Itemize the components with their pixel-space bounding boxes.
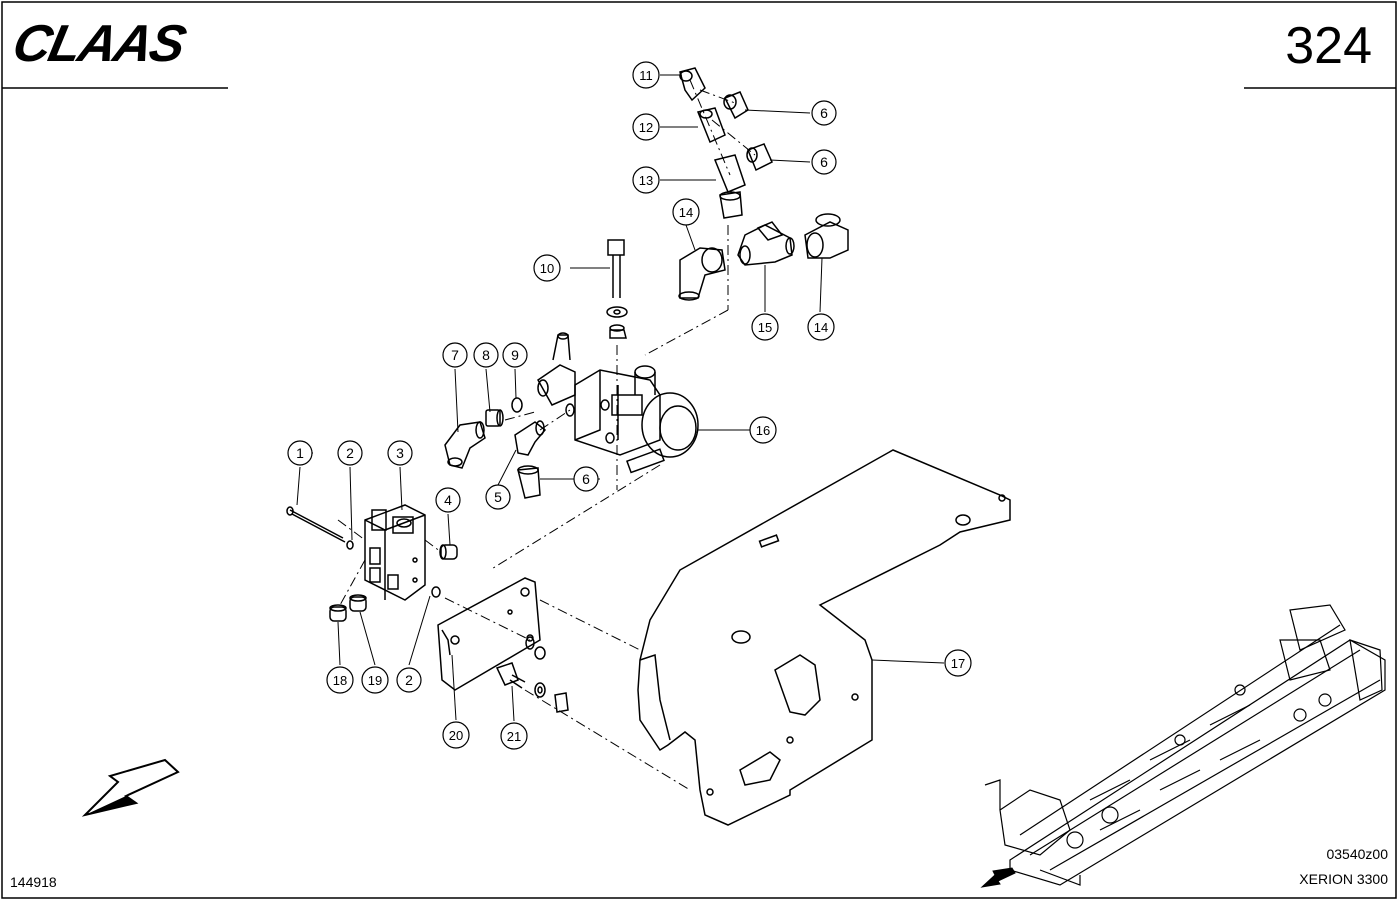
callout-14-left: 14 (672, 198, 700, 226)
callout-13: 13 (632, 166, 660, 194)
callout-number: 14 (679, 205, 693, 220)
figure-code: 03540z00 (1326, 846, 1388, 862)
callout-number: 20 (449, 728, 463, 743)
callout-number: 9 (511, 347, 519, 363)
valve-block-3 (364, 504, 426, 601)
callout-number: 11 (639, 68, 653, 83)
regulator-valve-16 (537, 332, 699, 474)
nipple-8 (485, 409, 504, 427)
callout-number: 6 (820, 154, 828, 170)
callout-number: 16 (756, 423, 770, 438)
callout-number: 18 (333, 673, 347, 688)
callout-number: 7 (451, 347, 459, 363)
cap-nut-6-upper (723, 91, 749, 120)
callout-number: 1 (296, 445, 304, 461)
cap-nut-6-lower (517, 465, 541, 499)
callout-number: 17 (951, 656, 965, 671)
bolt-10 (606, 239, 628, 339)
adapter-12 (696, 107, 726, 144)
callout-number: 2 (346, 445, 354, 461)
seal-ring-9 (511, 397, 523, 413)
claas-logo: CLAAS (7, 15, 190, 73)
washer-2-top (346, 540, 354, 550)
callout-19: 19 (361, 666, 389, 694)
assembly-centerlines (337, 79, 756, 791)
callout-2-bottom: 2 (396, 667, 422, 693)
callout-7: 7 (442, 342, 468, 368)
callout-number: 2 (405, 672, 413, 688)
callout-number: 19 (368, 673, 382, 688)
connector-13 (713, 154, 746, 219)
callout-8: 8 (473, 342, 499, 368)
cap-nut-6-middle (746, 143, 773, 172)
callout-number: 12 (639, 120, 653, 135)
callout-16: 16 (749, 416, 777, 444)
callout-3: 3 (387, 440, 413, 466)
callout-number: 6 (820, 105, 828, 121)
plug-19 (349, 594, 367, 612)
callout-20: 20 (442, 721, 470, 749)
washer-2-bottom (431, 586, 441, 598)
callout-17: 17 (944, 649, 972, 677)
callout-number: 15 (758, 320, 772, 335)
callout-11: 11 (632, 61, 660, 89)
callout-6-middle: 6 (811, 149, 837, 175)
model-name: XERION 3300 (1299, 871, 1388, 887)
callout-12: 12 (632, 113, 660, 141)
callout-number: 4 (444, 492, 452, 508)
bolt-1 (286, 506, 346, 543)
callout-14-right: 14 (807, 313, 835, 341)
drawing-number: 144918 (10, 874, 57, 890)
callout-number: 13 (639, 173, 653, 188)
callout-15: 15 (751, 313, 779, 341)
plug-4 (439, 544, 458, 560)
page-number: 324 (1285, 17, 1372, 75)
callout-number: 3 (396, 445, 404, 461)
callout-4: 4 (435, 487, 461, 513)
leader-lines (296, 74, 945, 722)
elbow-fitting-5 (514, 420, 547, 456)
callout-number: 21 (507, 729, 521, 744)
callout-5: 5 (485, 484, 511, 510)
direction-arrow-icon (81, 758, 180, 817)
callout-6-lower: 6 (573, 466, 599, 492)
callout-10: 10 (533, 254, 561, 282)
callout-9: 9 (502, 342, 528, 368)
callout-number: 8 (482, 347, 490, 363)
machine-overview-icon (980, 604, 1386, 888)
callout-number: 5 (494, 489, 502, 505)
plug-18 (329, 604, 347, 622)
callout-21: 21 (500, 722, 528, 750)
callout-number: 6 (582, 471, 590, 487)
elbow-14-left (678, 247, 726, 301)
elbow-14-right (804, 213, 849, 259)
callout-1: 1 (287, 440, 313, 466)
tee-fitting-15 (737, 221, 795, 266)
bolt-21 (495, 636, 569, 713)
elbow-fitting-7 (444, 421, 486, 469)
callout-18: 18 (326, 666, 354, 694)
callout-2-top: 2 (337, 440, 363, 466)
callout-6-upper: 6 (811, 100, 837, 126)
callout-number: 10 (540, 261, 554, 276)
mounting-bracket-17 (637, 449, 1011, 826)
callout-number: 14 (814, 320, 828, 335)
elbow-11 (679, 67, 706, 102)
